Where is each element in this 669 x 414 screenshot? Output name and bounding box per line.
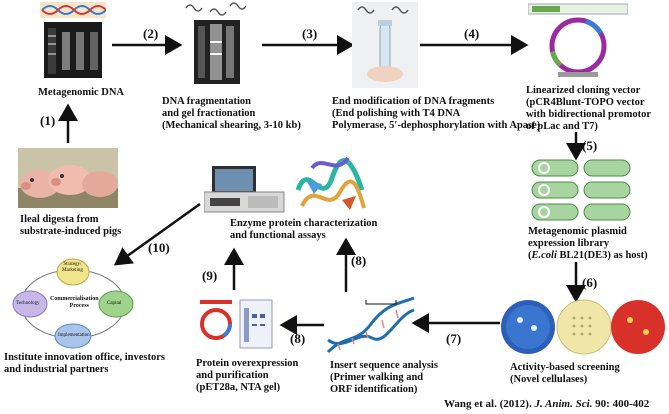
step-label-6: (6) [582, 275, 598, 290]
capital-label: Capital [107, 301, 122, 306]
characterization-line-1: Enzyme protein characterization [230, 218, 378, 229]
fragmentation-line-2: and gel fractionation [162, 108, 256, 119]
screening-plates-image [500, 298, 668, 356]
cloning-vector-line-3: with bidirectional promotor [526, 109, 652, 120]
fragmentation-line-1: DNA fragmentation [162, 96, 251, 107]
overexpression-line-3: (pET28a, NTA gel) [196, 382, 281, 393]
step-label-7: (7) [446, 331, 462, 346]
ileal-line-1: Ileal digesta from [20, 214, 99, 225]
cloning-vector-label: Linearized cloning vector (pCR4Blunt-TOP… [526, 85, 651, 133]
screening-line-1: Activity-based screening [510, 362, 620, 373]
screening-line-2: (Novel cellulases) [510, 374, 588, 385]
strategy-line-1: Strategy/ [63, 262, 82, 267]
step-label-3: (3) [302, 26, 318, 41]
library-host-rest: BL21(DE3) as [556, 250, 623, 261]
expression-library-cells-image [530, 158, 634, 222]
cloning-vector-line-4: of pLac and T7) [526, 121, 598, 132]
end-modification-line-2: (End polishing with T4 DNA [332, 108, 461, 119]
insert-line-2: (Primer walking and [330, 372, 424, 383]
strategy-label: Strategy/ Marketing [62, 262, 83, 274]
protein-structure-image [292, 150, 368, 220]
technology-circle [12, 290, 48, 318]
step-label-2: (2) [143, 26, 159, 41]
cloning-vector-line-1: Linearized cloning vector [526, 85, 641, 96]
implementation-circle [54, 323, 92, 349]
capital-circle [98, 290, 134, 318]
technology-label: Technology [16, 301, 40, 306]
institute-line-2: and industrial partners [4, 364, 109, 375]
commercialisation-diagram: Strategy/ Marketing Technology Capital I… [10, 258, 136, 350]
ileal-line-2: substrate-induced pigs [20, 226, 122, 237]
institute-label: Institute innovation office, investors a… [4, 352, 165, 376]
step-label-10: (10) [148, 240, 170, 255]
metagenomic-dna-gel-image [40, 2, 106, 80]
ileal-digesta-label: Ileal digesta from substrate-induced pig… [20, 214, 121, 238]
library-host-italic: E.coli [531, 250, 557, 261]
fragmentation-label: DNA fragmentation and gel fractionation … [162, 96, 301, 132]
strategy-marketing-circle [56, 258, 90, 286]
step-label-5: (5) [582, 138, 598, 153]
cloning-vector-line-2: (pCR4Blunt-TOPO vector [526, 97, 645, 108]
insert-analysis-label: Insert sequence analysis (Primer walking… [330, 360, 438, 396]
overexpression-line-1: Protein overexpression [196, 358, 299, 369]
end-modification-line-1: End modification of DNA fragments [332, 96, 495, 107]
overexpression-line-2: and purification [196, 370, 269, 381]
instrument-image [204, 162, 286, 214]
end-modification-line-3: Polymerase, 5′-dephosphorylation with Ap… [332, 120, 541, 131]
strategy-line-2: Marketing [62, 268, 83, 273]
fragmentation-gel-image [180, 2, 246, 88]
library-line-3: (E.coli BL21(DE3) as host) [528, 250, 648, 261]
cloning-vector-map-image [528, 2, 628, 80]
overexpression-image [196, 294, 274, 352]
overexpression-label: Protein overexpression and purification … [196, 358, 298, 394]
library-line-2: expression library [528, 238, 610, 249]
citation-journal: J. Anim. Sci. [534, 398, 593, 410]
insert-line-3: ORF identification) [330, 384, 418, 395]
metagenomic-dna-label: Metagenomic DNA [38, 87, 125, 98]
commercialisation-line-1: Commercialisation [50, 296, 99, 302]
citation-authors: Wang et al. (2012). [444, 398, 535, 410]
characterization-line-2: and functional assays [230, 230, 326, 241]
end-modification-label: End modification of DNA fragments (End p… [332, 96, 540, 132]
dna-helix-image [326, 294, 416, 356]
commercialisation-center-label: Commercialisation Process [50, 296, 99, 310]
commercialisation-line-2: Process [69, 303, 89, 309]
library-host-tail: host) [625, 250, 648, 261]
fragmentation-line-3: (Mechanical shearing, 3-10 kb) [162, 120, 301, 131]
step-label-9: (9) [202, 268, 218, 283]
step-label-1: (1) [40, 113, 56, 128]
end-modification-tube-image [352, 2, 418, 88]
library-line-1: Metagenomic plasmid [528, 226, 627, 237]
implementation-label: Implementation [58, 333, 90, 338]
arrow-step-10 [113, 202, 201, 266]
pigs-image [18, 148, 118, 208]
screening-label: Activity-based screening (Novel cellulas… [510, 362, 620, 386]
citation: Wang et al. (2012). J. Anim. Sci. 90: 40… [444, 398, 649, 410]
step-label-8a: (8) [290, 331, 306, 346]
insert-line-1: Insert sequence analysis [330, 360, 438, 371]
characterization-label: Enzyme protein characterization and func… [230, 218, 377, 242]
expression-library-label: Metagenomic plasmid expression library (… [528, 226, 648, 262]
step-label-4: (4) [464, 26, 480, 41]
citation-rest: 90: 400-402 [592, 398, 650, 410]
step-label-8b: (8) [351, 253, 367, 268]
institute-line-1: Institute innovation office, investors [4, 352, 165, 363]
